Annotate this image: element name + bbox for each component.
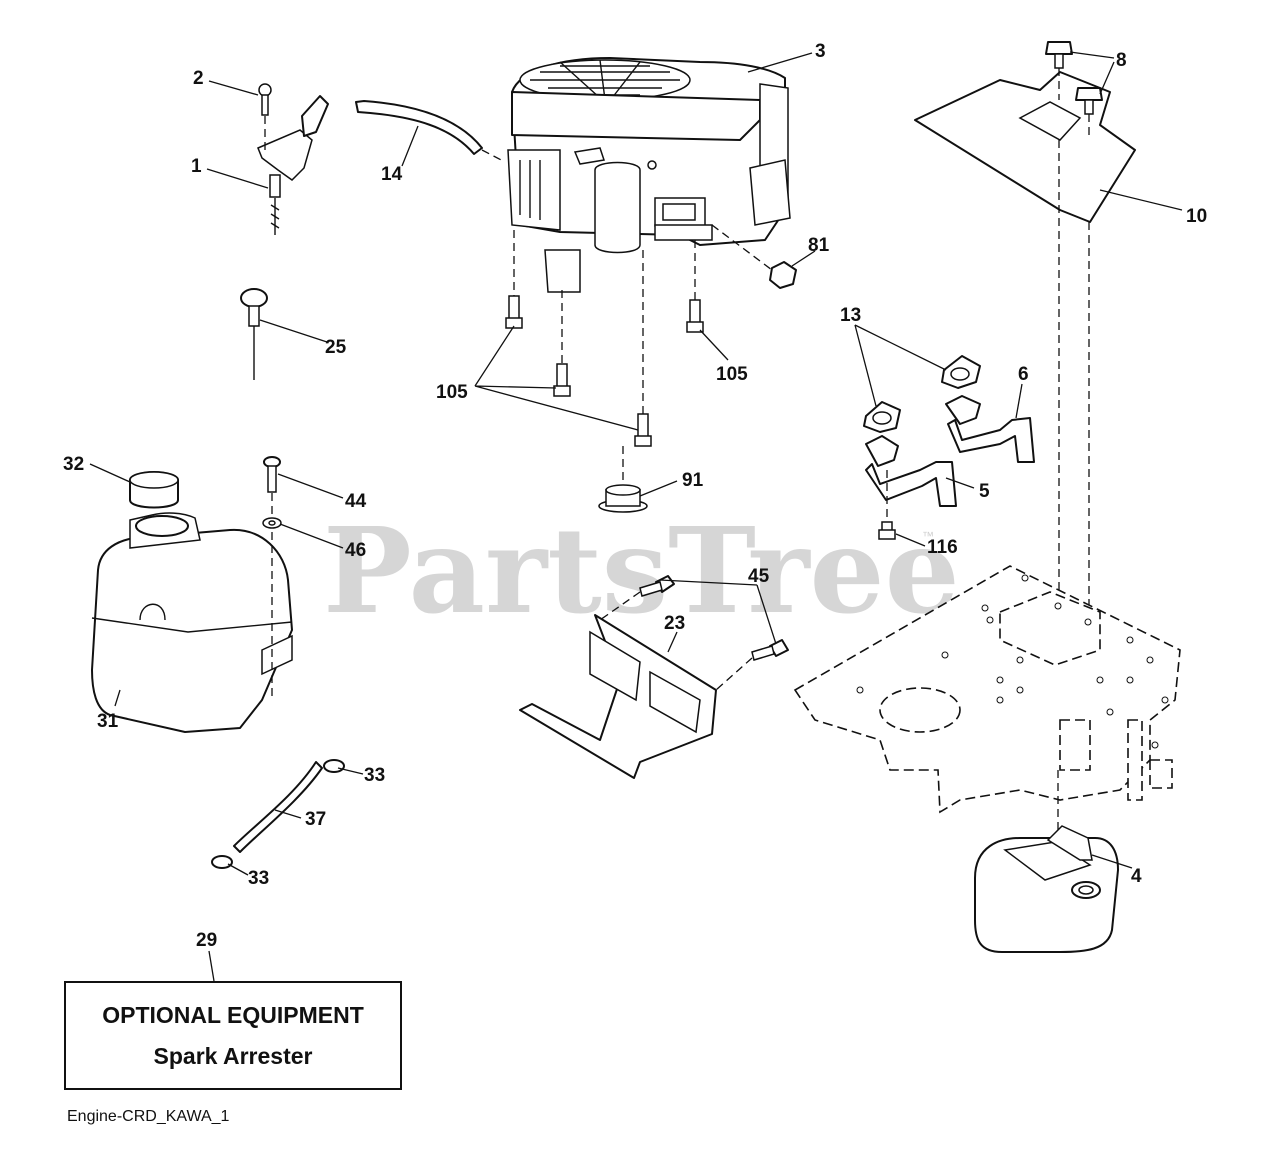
gasket-part-13b bbox=[863, 401, 901, 433]
watermark-trademark: ™ bbox=[922, 529, 934, 543]
callout-91: 91 bbox=[682, 470, 704, 491]
callout-4: 4 bbox=[1131, 866, 1142, 887]
callout-33-lower: 33 bbox=[248, 868, 269, 889]
callout-45: 45 bbox=[748, 566, 770, 587]
muffler-part-4 bbox=[974, 770, 1119, 953]
dipstick-part-25 bbox=[240, 288, 268, 380]
callout-13: 13 bbox=[840, 305, 861, 326]
diagram-code: Engine-CRD_KAWA_1 bbox=[67, 1108, 230, 1125]
fuel-line-part-37 bbox=[233, 761, 323, 853]
bolt-part-116 bbox=[878, 470, 896, 540]
fuel-tank-part-31 bbox=[91, 480, 293, 733]
callout-2: 2 bbox=[193, 68, 204, 89]
exhaust-pipe-part-5 bbox=[865, 435, 957, 507]
gasket-part-13a bbox=[941, 355, 981, 389]
bracket-part-23 bbox=[519, 614, 717, 779]
leader-lines bbox=[89, 51, 1183, 982]
parts-tree-watermark: PartsTree bbox=[323, 501, 960, 640]
screw-part-44 bbox=[263, 456, 281, 493]
callout-10: 10 bbox=[1186, 206, 1207, 227]
callout-105-right: 105 bbox=[716, 364, 748, 385]
bolt-part-105c bbox=[634, 250, 652, 447]
callout-3: 3 bbox=[815, 41, 826, 62]
exhaust-pipe-part-6 bbox=[945, 395, 1035, 463]
fuel-cap-part-32 bbox=[129, 471, 179, 509]
knob-part-8b bbox=[1075, 87, 1103, 140]
engine-part-3 bbox=[507, 57, 791, 293]
callout-8: 8 bbox=[1116, 50, 1127, 71]
callout-25: 25 bbox=[325, 337, 347, 358]
frame-dashed bbox=[793, 565, 1181, 814]
callout-5: 5 bbox=[979, 481, 990, 502]
callout-23: 23 bbox=[664, 613, 685, 634]
callout-105-left: 105 bbox=[436, 382, 468, 403]
optional-equipment-title: OPTIONAL EQUIPMENT bbox=[102, 1001, 364, 1028]
callout-33-upper: 33 bbox=[364, 765, 385, 786]
callout-29: 29 bbox=[196, 930, 217, 951]
knob-part-8a bbox=[1045, 41, 1073, 100]
callout-32: 32 bbox=[63, 454, 84, 475]
callout-46: 46 bbox=[345, 540, 366, 561]
shield-part-10 bbox=[914, 71, 1136, 223]
callout-44: 44 bbox=[345, 491, 367, 512]
bushing-part-91 bbox=[598, 446, 648, 513]
optional-equipment-subtitle: Spark Arrester bbox=[153, 1042, 313, 1069]
hose-part-14 bbox=[355, 100, 506, 163]
washer-part-46 bbox=[262, 517, 282, 529]
bolt-part-45b bbox=[715, 639, 789, 691]
callout-116: 116 bbox=[927, 537, 958, 558]
clamp-part-33a bbox=[323, 759, 345, 773]
callout-6: 6 bbox=[1018, 364, 1029, 385]
callout-37: 37 bbox=[305, 809, 326, 830]
bolt-part-105b bbox=[553, 290, 571, 397]
throttle-control-part bbox=[257, 95, 329, 235]
callout-1: 1 bbox=[191, 156, 202, 177]
bolt-part-105a bbox=[505, 230, 523, 329]
nut-part-81 bbox=[711, 224, 797, 289]
bolt-part-105d bbox=[686, 240, 704, 333]
clamp-part-33b bbox=[211, 855, 233, 869]
callout-14: 14 bbox=[381, 164, 403, 185]
optional-equipment-box: OPTIONAL EQUIPMENT Spark Arrester bbox=[64, 981, 402, 1090]
screw-part-2 bbox=[258, 83, 272, 150]
callout-31: 31 bbox=[97, 711, 119, 732]
callout-81: 81 bbox=[808, 235, 830, 256]
